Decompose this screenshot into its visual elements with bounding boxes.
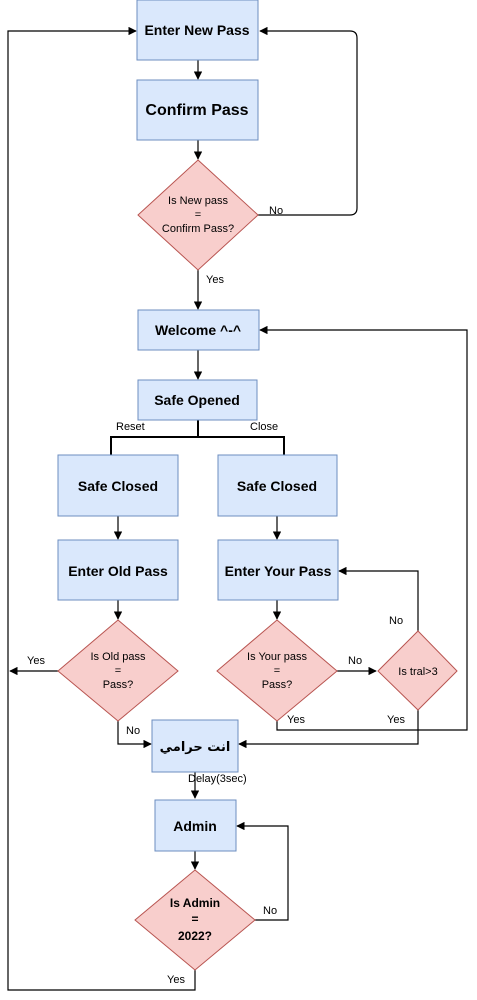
- edge-old-no-to-thief: [117, 721, 152, 749]
- edge-opened-branch: [110, 420, 285, 455]
- decision-your-eq-pass-shape: [216, 619, 338, 722]
- node-safe-closed-left-box: [57, 454, 179, 517]
- label-no-old: No: [126, 725, 140, 737]
- decision-admin-line1: Is Admin: [170, 896, 220, 910]
- node-enter-old-pass-box: [57, 539, 179, 601]
- label-yes-your: Yes: [287, 714, 305, 726]
- node-safe-opened: Safe Opened: [154, 392, 240, 408]
- edge-your-yes-to-welcome: [259, 325, 468, 731]
- node-enter-new-pass-box: [136, 0, 259, 61]
- node-confirm-pass-box: [136, 79, 259, 141]
- decision-tral: Is tral>3: [398, 666, 437, 678]
- decision-old-eq-pass-shape: [57, 619, 179, 722]
- node-safe-opened-box: [137, 379, 258, 421]
- label-no-your: No: [348, 655, 362, 667]
- label-no-admin: No: [263, 905, 277, 917]
- decision-old-eq-pass-line1: Is Old pass: [90, 651, 146, 663]
- decision-your-eq-pass-line3: Pass?: [262, 679, 293, 691]
- edge-tral-yes-to-thief: [238, 710, 419, 749]
- node-thief: انت حرامي: [160, 740, 231, 755]
- node-welcome-box: [137, 309, 260, 351]
- decision-new-eq-confirm-line3: Confirm Pass?: [162, 223, 234, 235]
- label-no-confirm: No: [269, 205, 283, 217]
- edge-decision-no-loop: [258, 26, 358, 216]
- decision-admin-shape: [134, 869, 256, 971]
- label-yes-old: Yes: [27, 655, 45, 667]
- node-admin: Admin: [173, 818, 217, 834]
- label-reset: Reset: [116, 421, 145, 433]
- node-thief-box: [151, 719, 239, 773]
- edge-tral-no-loop: [338, 566, 419, 631]
- label-yes-tral: Yes: [387, 714, 405, 726]
- node-enter-new-pass: Enter New Pass: [144, 22, 249, 38]
- edge-admin-yes-to-new: [7, 26, 196, 991]
- decision-old-eq-pass-line2: =: [115, 665, 121, 677]
- decision-tral-shape: [377, 630, 458, 711]
- label-no-tral: No: [389, 615, 403, 627]
- decision-new-eq-confirm-line1: Is New pass: [168, 195, 228, 207]
- node-welcome: Welcome ^-^: [155, 322, 241, 338]
- node-enter-old-pass: Enter Old Pass: [68, 563, 168, 579]
- decision-old-eq-pass-line3: Pass?: [103, 679, 134, 691]
- node-admin-box: [154, 799, 237, 852]
- label-close: Close: [250, 421, 278, 433]
- label-delay: Delay(3sec): [188, 773, 247, 785]
- edge-admin-no-loop: [236, 821, 289, 921]
- label-yes-admin: Yes: [167, 974, 185, 986]
- node-confirm-pass: Confirm Pass: [145, 102, 248, 119]
- decision-your-eq-pass-line2: =: [274, 665, 280, 677]
- node-safe-closed-right-box: [217, 454, 338, 517]
- label-yes-confirm: Yes: [206, 274, 224, 286]
- node-enter-your-pass-box: [217, 539, 339, 601]
- decision-new-eq-confirm-line2: =: [195, 209, 201, 221]
- decision-new-eq-confirm-shape: [137, 159, 259, 271]
- decision-admin-line3: 2022?: [178, 929, 212, 943]
- decision-your-eq-pass-line1: Is Your pass: [247, 651, 307, 663]
- decision-admin-line2: =: [191, 912, 198, 926]
- node-enter-your-pass: Enter Your Pass: [225, 563, 332, 579]
- node-safe-closed-right: Safe Closed: [237, 478, 317, 494]
- node-safe-closed-left: Safe Closed: [78, 478, 158, 494]
